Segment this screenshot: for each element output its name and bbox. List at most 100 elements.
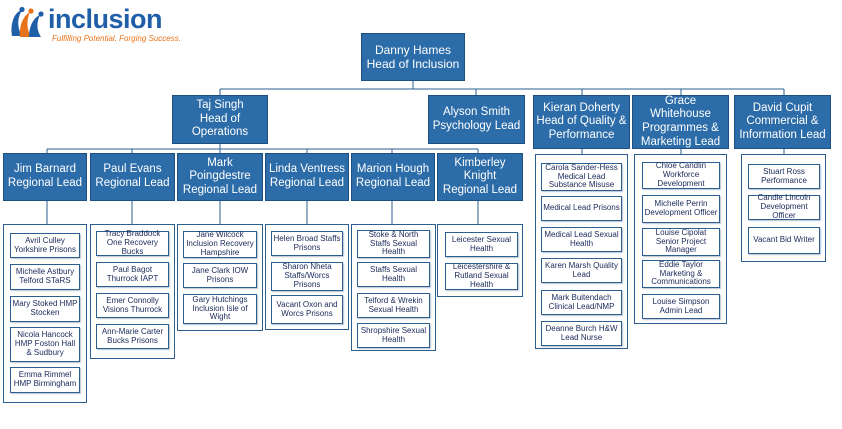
staff-box: Leicester Sexual Health [445, 232, 518, 257]
staff-box: Telford & Wrekin Sexual Health [357, 293, 430, 318]
regional-lead-name: Mark Poingdestre [189, 156, 251, 183]
staff-line: Admin Lead [659, 305, 703, 315]
figures-logo-icon [11, 6, 44, 37]
staff-box: Carola Sander-Hess Medical Lead Substanc… [541, 163, 622, 191]
staff-box: Leicestershire & Rutland Sexual Health [445, 262, 518, 290]
staff-box: Shropshire Sexual Health [357, 323, 430, 348]
staff-line: Mark Buitendach [551, 292, 612, 302]
staff-line: Staffs/Worcs [284, 271, 330, 281]
regional-lead-box: Marion Hough Regional Lead [351, 153, 435, 201]
staff-line: Clinical Lead/NMP [548, 301, 615, 311]
quality-name: Kieran Doherty [543, 101, 620, 114]
staff-box: Ann-Marie Carter Bucks Prisons [96, 324, 169, 349]
staff-line: Staffs Sexual Health [370, 264, 417, 283]
staff-line: Eddie Taylor [659, 259, 703, 269]
programmes-title: Programmes & [642, 122, 719, 134]
regional-lead-name: Jim Barnard [13, 163, 76, 176]
staff-line: Tracy Braddock [104, 229, 161, 239]
staff-box: Louise Cipolat Senior Project Manager [642, 228, 720, 256]
staff-line: Leicestershire & [452, 262, 511, 272]
quality-title-line2: Performance [548, 128, 615, 141]
psychology-lead-box: Alyson Smith Psychology Lead [428, 95, 525, 144]
staff-line: Telford STaRS [19, 276, 71, 285]
staff-line: Inclusion Isle of [192, 303, 248, 313]
staff-line: IOW Prisons [206, 265, 249, 284]
staff-box: Candie Lincoln Development Officer [748, 193, 820, 220]
staff-line: Sexual Health [469, 234, 512, 253]
programmes-marketing-box: Grace Whitehouse Programmes & Marketing … [632, 95, 729, 149]
staff-line: Communications [651, 277, 711, 287]
staff-line: Development [644, 208, 692, 217]
quality-performance-box: Kieran Doherty Head of Quality & Perform… [533, 95, 630, 149]
operations-title: Head of Operations [191, 112, 249, 139]
staff-line: Vacant [276, 299, 301, 309]
staff-line: One Recovery Bucks [106, 238, 159, 256]
staff-line: Marketing & [659, 268, 703, 278]
staff-line: Leicester [451, 234, 485, 244]
regional-lead-title: Regional Lead [7, 177, 83, 189]
staff-line: Health [469, 279, 494, 289]
staff-box: Deanne Burch H&W Lead Nurse [541, 321, 622, 346]
staff-line: Staffs Prisons [293, 233, 341, 252]
staff-box: Karen Marsh Quality Lead [541, 258, 622, 283]
regional-lead-title: Regional Lead [95, 177, 170, 189]
staff-box: Emma Rimmel HMP Birmingham [10, 367, 80, 393]
staff-line: Helen Broad [273, 233, 318, 243]
staff-box: Tracy Braddock One Recovery Bucks [96, 229, 169, 256]
staff-line: Yorkshire Prisons [14, 244, 76, 254]
staff-line: Emma Rimmel [18, 370, 72, 380]
staff-line: Michelle Astbury [15, 267, 75, 277]
head-of-operations-box: Taj Singh Head of Operations [172, 95, 268, 144]
staff-box: Stuart Ross Performance [748, 164, 820, 189]
staff-line: Staffs Sexual [370, 238, 417, 248]
staff-line: Wight [209, 312, 231, 322]
staff-line: Nicola Hancock [17, 330, 73, 340]
staff-line: Carola Sander-Hess [545, 162, 618, 172]
staff-box: Michelle Astbury Telford STaRS [10, 264, 80, 290]
staff-line: Prisons [306, 308, 333, 318]
staff-line: Michelle Perrin [654, 199, 708, 209]
staff-line: H&W Lead Nurse [560, 323, 618, 342]
programmes-name: Grace Whitehouse [650, 94, 711, 121]
staff-box: Eddie Taylor Marketing & Communications [642, 260, 720, 288]
regional-lead-box: Linda Ventress Regional Lead [265, 153, 349, 201]
staff-line: Prisons [593, 203, 620, 213]
regional-lead-box: Paul Evans Regional Lead [90, 153, 175, 201]
staff-line: Jane Wilcock [196, 230, 244, 240]
staff-line: Gary Hutchings [192, 294, 248, 304]
staff-box: Jane Wilcock Inclusion Recovery Hampshir… [183, 230, 257, 258]
staff-line: Ann-Marie Carter [101, 326, 164, 336]
staff-line: Rutland Sexual [454, 271, 509, 281]
staff-line: Deanne Burch [545, 323, 597, 333]
top-title: Head of Inclusion [366, 57, 460, 71]
regional-lead-title: Regional Lead [355, 177, 431, 189]
staff-line: Prisons [293, 279, 321, 289]
regional-lead-title: Regional Lead [442, 183, 518, 196]
staff-line: Hampshire [200, 247, 240, 257]
staff-line: Emer Connolly [106, 295, 159, 305]
staff-line: Bucks Prisons [107, 335, 158, 345]
staff-line: Louise Simpson [652, 296, 710, 306]
commercial-information-box: David Cupit Commercial & Information Lea… [734, 95, 831, 149]
inclusion-logo: inclusion Fulfilling Potential. Forging … [8, 4, 183, 44]
regional-lead-name: Linda Ventress [268, 163, 346, 176]
staff-box: Paul Bagot Thurrock IAPT [96, 262, 169, 287]
staff-line: Officer [693, 208, 718, 217]
staff-line: Development Officer [760, 202, 808, 220]
regional-lead-box: Mark Poingdestre Regional Lead [177, 153, 263, 201]
staff-box: Medical Lead Sexual Health [541, 227, 622, 252]
psychology-name: Alyson Smith [442, 105, 511, 118]
staff-line: Stoke & North [368, 229, 419, 239]
regional-lead-name: Kimberley Knight [454, 156, 506, 183]
staff-line: Karen Marsh [545, 260, 591, 270]
staff-line: Shropshire Sexual [360, 325, 427, 335]
commercial-title: Commercial & [746, 115, 819, 128]
staff-box: Michelle Perrin Development Officer [642, 195, 720, 223]
logo-wordmark: inclusion [48, 4, 163, 34]
staff-line: Sharon Nheta [282, 262, 332, 272]
staff-line: Paul Bagot [112, 264, 153, 274]
regional-lead-name: Paul Evans [103, 163, 162, 176]
staff-line: Medical Lead [544, 229, 592, 239]
psychology-title: Psychology Lead [432, 119, 521, 132]
staff-box: Sharon Nheta Staffs/Worcs Prisons [271, 262, 343, 291]
